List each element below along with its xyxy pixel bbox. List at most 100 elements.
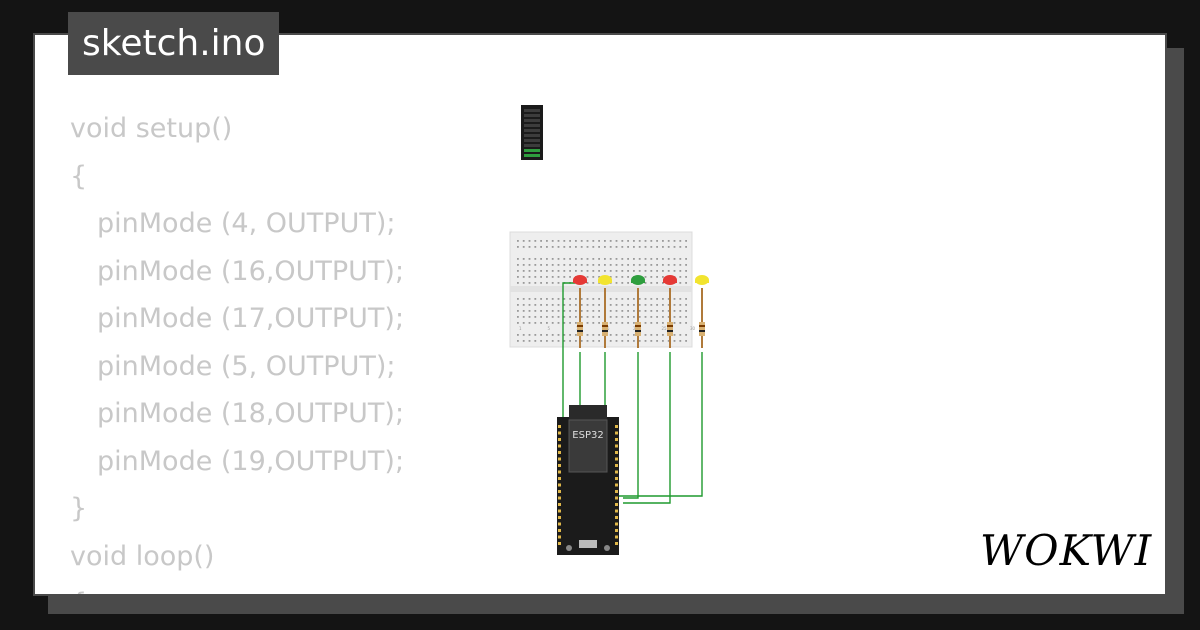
bar-segment (524, 114, 540, 117)
resistor-band (667, 330, 673, 332)
pin (558, 490, 561, 493)
bar-segment (524, 124, 540, 127)
resistor-band (602, 330, 608, 332)
code-line: { (70, 580, 404, 594)
pin (615, 529, 618, 532)
code-line: void setup() (70, 113, 233, 144)
led-base (663, 280, 677, 283)
pin (615, 431, 618, 435)
wire (619, 352, 703, 497)
pin (558, 470, 561, 474)
code-line: pinMode (5, OUTPUT); (97, 350, 396, 382)
pin (615, 470, 618, 474)
resistor (635, 322, 641, 336)
resistor-lead (604, 288, 606, 348)
code-line: pinMode (4, OUTPUT); (97, 208, 396, 239)
bar-segment (524, 139, 540, 142)
resistor-lead (579, 288, 581, 348)
esp32-pins (558, 425, 618, 545)
code-line: { (70, 160, 88, 192)
preview-card: void setup() { pinMode (4, OUTPUT); pinMode… (33, 33, 1167, 596)
esp32-label: ESP32 (572, 430, 603, 441)
boot-button (566, 545, 572, 551)
pin (615, 503, 618, 506)
pin (558, 457, 561, 461)
pin (558, 542, 561, 545)
resistor-band (635, 325, 641, 327)
pin (558, 483, 561, 487)
led-base (573, 280, 587, 283)
resistor-lead (701, 288, 703, 348)
bar-graph-module[interactable] (521, 105, 543, 160)
bar-segment (524, 154, 540, 157)
resistor-group (577, 288, 705, 348)
resistor (667, 322, 673, 336)
wire (623, 352, 671, 504)
pin (615, 438, 618, 441)
usb-port (579, 540, 597, 548)
bar-segment (524, 144, 540, 147)
pin (615, 496, 618, 500)
wokwi-logo: WOKWI (980, 526, 1153, 575)
resistor-band (699, 325, 705, 327)
resistor (699, 322, 705, 336)
pin (615, 451, 618, 454)
resistor-band (635, 330, 641, 332)
resistor-band (577, 325, 583, 327)
pin (558, 438, 561, 441)
pin (615, 483, 618, 487)
pin (558, 451, 561, 454)
pin (558, 464, 561, 467)
pin (558, 496, 561, 500)
breadboard-label: 5 (548, 326, 551, 331)
resistor-lead (669, 288, 671, 348)
resistor-band (667, 325, 673, 327)
esp32-board[interactable]: ESP32 (557, 405, 619, 555)
bar-segment (524, 149, 540, 152)
code-line: } (70, 493, 88, 524)
bar-segment (524, 134, 540, 137)
pin (558, 535, 561, 539)
pin (615, 509, 618, 513)
bar-segment (524, 129, 540, 132)
resistor-band (699, 330, 705, 332)
pin (558, 522, 561, 526)
resistor-lead (637, 288, 639, 348)
breadboard-label: 30 (690, 326, 696, 331)
pin (558, 516, 561, 519)
pin (558, 477, 561, 480)
code-line: pinMode (18,OUTPUT); (97, 398, 405, 429)
led-base (598, 280, 612, 283)
pin (558, 431, 561, 435)
pin (615, 535, 618, 539)
pin (615, 522, 618, 526)
circuit-diagram: 151015202530 ESP32 (509, 105, 709, 555)
resistor (577, 322, 583, 336)
breadboard-label: 1 (519, 326, 522, 331)
pin (615, 444, 618, 448)
pin (558, 444, 561, 448)
pin (615, 477, 618, 480)
pin (615, 516, 618, 519)
pin (615, 457, 618, 461)
led-group (573, 275, 709, 285)
file-tab[interactable]: sketch.ino (68, 12, 280, 75)
pin (615, 425, 618, 428)
code-line: void loop() (70, 540, 215, 572)
pin (558, 425, 561, 428)
pin (615, 490, 618, 493)
resistor (602, 322, 608, 336)
code-line: pinMode (16,OUTPUT); (97, 255, 405, 287)
pin (558, 503, 561, 506)
pin (615, 464, 618, 467)
en-button (604, 545, 610, 551)
led-base (631, 280, 645, 283)
code-editor: void setup() { pinMode (4, OUTPUT); pinMode… (70, 105, 405, 594)
code-line: pinMode (19,OUTPUT); (97, 445, 405, 477)
pin (615, 542, 618, 545)
code-line: pinMode (17,OUTPUT); (97, 303, 405, 334)
wokwi-logo-text: WOKWI (980, 526, 1153, 575)
wire (623, 352, 639, 499)
breadboard[interactable]: 151015202530 (509, 231, 696, 348)
breadboard-label: 25 (662, 326, 668, 331)
